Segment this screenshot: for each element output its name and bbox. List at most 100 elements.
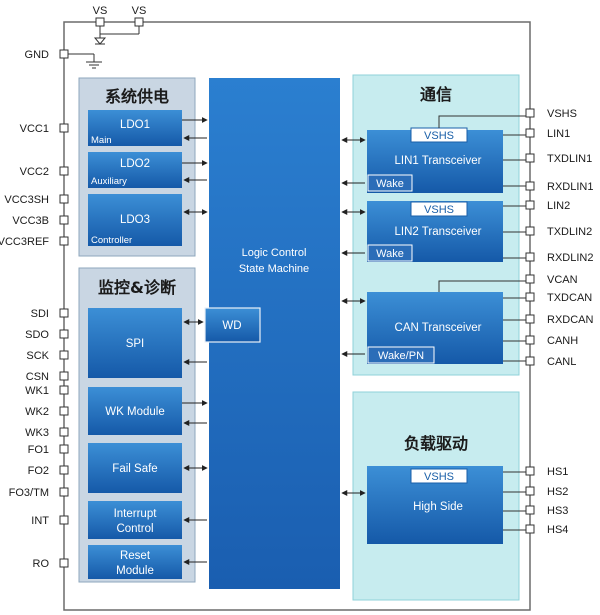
lin2-vshs-tag xyxy=(410,201,468,217)
group-title-comm: 通信 xyxy=(420,85,452,104)
logic-label-line1: Logic Control xyxy=(242,247,307,259)
lin1-vshs-label: VSHS xyxy=(424,130,454,142)
spi-label: SPI xyxy=(126,338,145,350)
pin-label-csn: CSN xyxy=(26,371,49,383)
pin-vcc2 xyxy=(59,166,69,176)
pin-rxdlin1 xyxy=(525,181,535,191)
pin-hs3 xyxy=(525,505,535,515)
pin-label-vcc1: VCC1 xyxy=(20,123,49,135)
pin-lin2 xyxy=(525,200,535,210)
pin-hs1 xyxy=(525,466,535,476)
interrupt-control-block xyxy=(88,501,182,539)
pin-gnd xyxy=(59,49,69,59)
lin2-vshs-label: VSHS xyxy=(424,204,454,216)
pin-label-gnd: GND xyxy=(25,49,50,61)
pin-label-vcc3sh: VCC3SH xyxy=(4,194,49,206)
pin-vcc3sh xyxy=(59,194,69,204)
group-title-monitor: 监控&诊断 xyxy=(98,278,176,297)
pin-label-txdcan: TXDCAN xyxy=(547,292,592,304)
reset-module-block xyxy=(88,545,182,579)
pin-wk1 xyxy=(59,385,69,395)
pin-label-fo1: FO1 xyxy=(28,444,49,456)
pin-label-sdi: SDI xyxy=(31,308,49,320)
ground-symbol xyxy=(68,53,102,69)
lin1-wake-tag xyxy=(367,174,413,192)
pin-label-sdo: SDO xyxy=(25,329,49,341)
lin2-wake-tag xyxy=(367,244,413,262)
pin-vcan xyxy=(525,274,535,284)
pin-label-sck: SCK xyxy=(26,350,49,362)
pin-label-ro: RO xyxy=(33,558,50,570)
pin-fo1 xyxy=(59,444,69,454)
pin-label-hs4: HS4 xyxy=(547,524,568,536)
pin-hs2 xyxy=(525,486,535,496)
ldo1-sub: Main xyxy=(91,135,112,146)
pin-label-rxdlin1: RXDLIN1 xyxy=(547,181,593,193)
ldo3-sub: Controller xyxy=(91,235,132,246)
pin-sdo xyxy=(59,329,69,339)
can-label: CAN Transceiver xyxy=(395,322,482,334)
ldo2-label: LDO2 xyxy=(120,158,150,170)
pin-lin1 xyxy=(525,128,535,138)
pin-int xyxy=(59,515,69,525)
pin-label-vcc2: VCC2 xyxy=(20,166,49,178)
pin-csn xyxy=(59,371,69,381)
pin-label-rxdlin2: RXDLIN2 xyxy=(547,252,593,264)
pin-label-vshs: VSHS xyxy=(547,108,577,120)
pin-label-vcan: VCAN xyxy=(547,274,578,286)
ldo2-sub: Auxiliary xyxy=(91,176,127,187)
wd-label: WD xyxy=(222,320,241,332)
highside-vshs-label: VSHS xyxy=(424,471,454,483)
logic-label-line2: State Machine xyxy=(239,263,309,275)
reset-label-line2: Module xyxy=(116,565,154,577)
lin2-label: LIN2 Transceiver xyxy=(395,226,482,238)
ldo1-label: LDO1 xyxy=(120,119,150,131)
wd-block xyxy=(204,307,261,343)
reset-label-line1: Reset xyxy=(120,550,151,562)
wk-module-block xyxy=(88,387,182,435)
pin-vcc3ref xyxy=(59,236,69,246)
lin1-label: LIN1 Transceiver xyxy=(395,155,482,167)
pin-vcc3b xyxy=(59,215,69,225)
pin-label-lin2: LIN2 xyxy=(547,200,570,212)
ldo3-label: LDO3 xyxy=(120,214,150,226)
pin-label-canh: CANH xyxy=(547,335,578,347)
pin-txdlin2 xyxy=(525,226,535,236)
group-title-power: 系统供电 xyxy=(105,87,169,106)
pin-label-wk3: WK3 xyxy=(25,427,49,439)
fail-safe-label: Fail Safe xyxy=(112,463,157,475)
pin-label-hs3: HS3 xyxy=(547,505,568,517)
pin-ro xyxy=(59,558,69,568)
can-wake-tag xyxy=(367,346,435,364)
pin-fo2 xyxy=(59,465,69,475)
spi-block xyxy=(88,308,182,378)
ldo3-block xyxy=(88,194,182,246)
pin-label-txdlin1: TXDLIN1 xyxy=(547,153,592,165)
pin-label-fo3-tm: FO3/TM xyxy=(9,487,49,499)
pin-hs4 xyxy=(525,524,535,534)
pin-vcc1 xyxy=(59,123,69,133)
fail-safe-block xyxy=(88,443,182,493)
pin-rxdlin2 xyxy=(525,252,535,262)
vs-diode-icon xyxy=(93,37,107,45)
pin-txdlin1 xyxy=(525,153,535,163)
pin-vs2 xyxy=(134,17,144,27)
pin-label-vcc3ref: VCC3REF xyxy=(0,236,49,248)
internal-arrows xyxy=(182,117,366,565)
highside-vshs-tag xyxy=(410,468,468,484)
pin-fo3-tm xyxy=(59,487,69,497)
pin-label-txdlin2: TXDLIN2 xyxy=(547,226,592,238)
pin-sdi xyxy=(59,308,69,318)
pin-wk2 xyxy=(59,406,69,416)
right-pin-list: VSHS LIN1TXDLIN1RXDLIN1LIN2TXDLIN2RXDLIN2… xyxy=(525,108,594,536)
left-pin-list: GNDVCC1VCC2VCC3SHVCC3BVCC3REFSDISDOSCKCS… xyxy=(0,49,69,570)
pin-vshs xyxy=(525,108,535,118)
pin-wk3 xyxy=(59,427,69,437)
pin-label-vs2: VS xyxy=(132,5,147,17)
pin-canh xyxy=(525,335,535,345)
interrupt-label-line1: Interrupt xyxy=(114,508,158,520)
pin-label-vs1: VS xyxy=(93,5,108,17)
pin-label-lin1: LIN1 xyxy=(547,128,570,140)
pin-label-canl: CANL xyxy=(547,356,576,368)
ldo2-block xyxy=(88,152,182,188)
